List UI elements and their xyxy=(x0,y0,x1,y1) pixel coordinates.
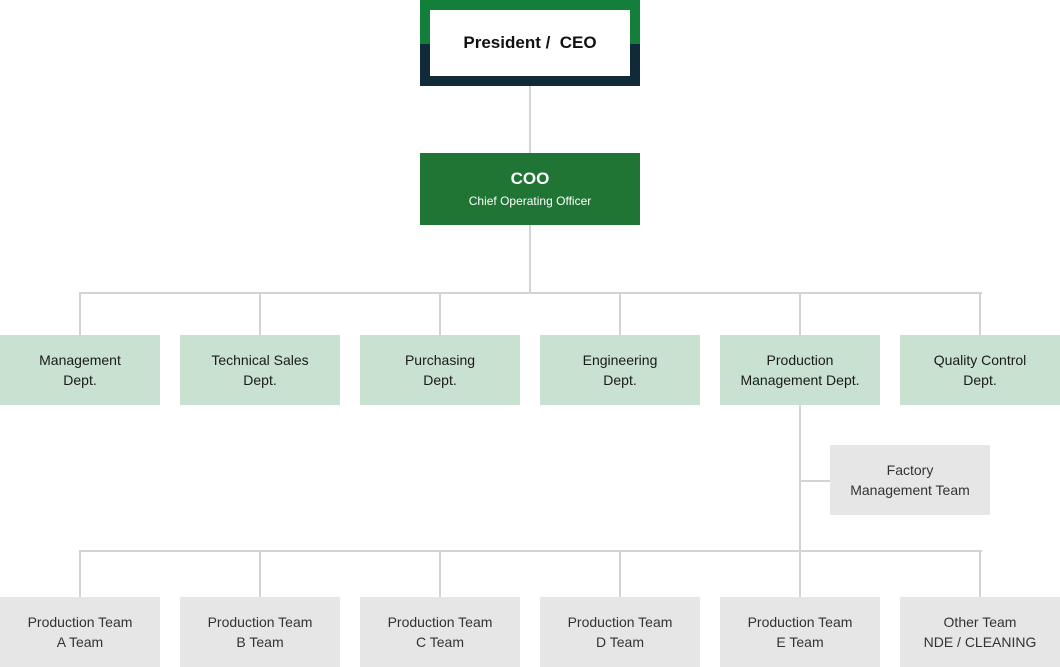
dept-label-line1: Technical Sales xyxy=(211,352,309,368)
connector-team-drop-3 xyxy=(439,550,441,597)
factory-management-team: Factory Management Team xyxy=(830,445,990,515)
team-label-line2: B Team xyxy=(236,634,284,650)
dept-label-line2: Dept. xyxy=(603,372,637,388)
dept-purchasing: Purchasing Dept. xyxy=(360,335,520,405)
team-label-line2: E Team xyxy=(776,634,824,650)
ceo-box: President / CEO xyxy=(430,10,630,76)
connector-ceo-coo xyxy=(529,86,531,153)
connector-factory-branch xyxy=(799,480,830,482)
coo-box: COO Chief Operating Officer xyxy=(420,153,640,225)
team-label-line1: Factory xyxy=(886,462,934,478)
team-label-line1: Production Team xyxy=(207,614,313,630)
connector-team-drop-5 xyxy=(799,550,801,597)
dept-label-line2: Dept. xyxy=(243,372,277,388)
dept-label-line2: Management Dept. xyxy=(740,372,860,388)
connector-team-drop-4 xyxy=(619,550,621,597)
dept-label-line1: Engineering xyxy=(582,352,658,368)
coo-title: COO xyxy=(510,169,550,188)
connector-dept-bus xyxy=(79,292,982,294)
team-label-line2: C Team xyxy=(416,634,464,650)
dept-management: Management Dept. xyxy=(0,335,160,405)
dept-label-line2: Dept. xyxy=(63,372,97,388)
coo-subtitle: Chief Operating Officer xyxy=(468,194,592,208)
dept-label-line1: Quality Control xyxy=(933,352,1027,368)
team-label-line1: Production Team xyxy=(567,614,673,630)
connector-production-down xyxy=(799,405,801,551)
dept-label-line1: Management xyxy=(39,352,121,368)
dept-label-line1: Purchasing xyxy=(404,352,476,368)
team-production-d: Production Team D Team xyxy=(540,597,700,667)
ceo-label: President / CEO xyxy=(463,33,597,52)
connector-team-drop-2 xyxy=(259,550,261,597)
connector-dept-drop-1 xyxy=(79,292,81,335)
team-production-c: Production Team C Team xyxy=(360,597,520,667)
team-production-e: Production Team E Team xyxy=(720,597,880,667)
connector-dept-drop-4 xyxy=(619,292,621,335)
team-production-b: Production Team B Team xyxy=(180,597,340,667)
dept-production-management: Production Management Dept. xyxy=(720,335,880,405)
dept-engineering: Engineering Dept. xyxy=(540,335,700,405)
dept-label-line2: Dept. xyxy=(423,372,457,388)
connector-dept-drop-3 xyxy=(439,292,441,335)
connector-team-drop-1 xyxy=(79,550,81,597)
team-label-line2: A Team xyxy=(56,634,104,650)
dept-label-line1: Production xyxy=(766,352,834,368)
connector-dept-drop-6 xyxy=(979,292,981,335)
team-label-line2: NDE / CLEANING xyxy=(923,634,1037,650)
dept-label-line2: Dept. xyxy=(963,372,997,388)
dept-quality-control: Quality Control Dept. xyxy=(900,335,1060,405)
team-label-line1: Other Team xyxy=(943,614,1017,630)
team-label-line1: Production Team xyxy=(747,614,853,630)
team-production-a: Production Team A Team xyxy=(0,597,160,667)
team-other-nde-cleaning: Other Team NDE / CLEANING xyxy=(900,597,1060,667)
connector-team-bus xyxy=(79,550,982,552)
connector-dept-drop-2 xyxy=(259,292,261,335)
team-label-line2: Management Team xyxy=(850,482,970,498)
team-label-line1: Production Team xyxy=(387,614,493,630)
dept-technical-sales: Technical Sales Dept. xyxy=(180,335,340,405)
connector-coo-down xyxy=(529,225,531,293)
team-label-line1: Production Team xyxy=(27,614,133,630)
connector-dept-drop-5 xyxy=(799,292,801,335)
team-label-line2: D Team xyxy=(596,634,644,650)
connector-team-drop-6 xyxy=(979,550,981,597)
